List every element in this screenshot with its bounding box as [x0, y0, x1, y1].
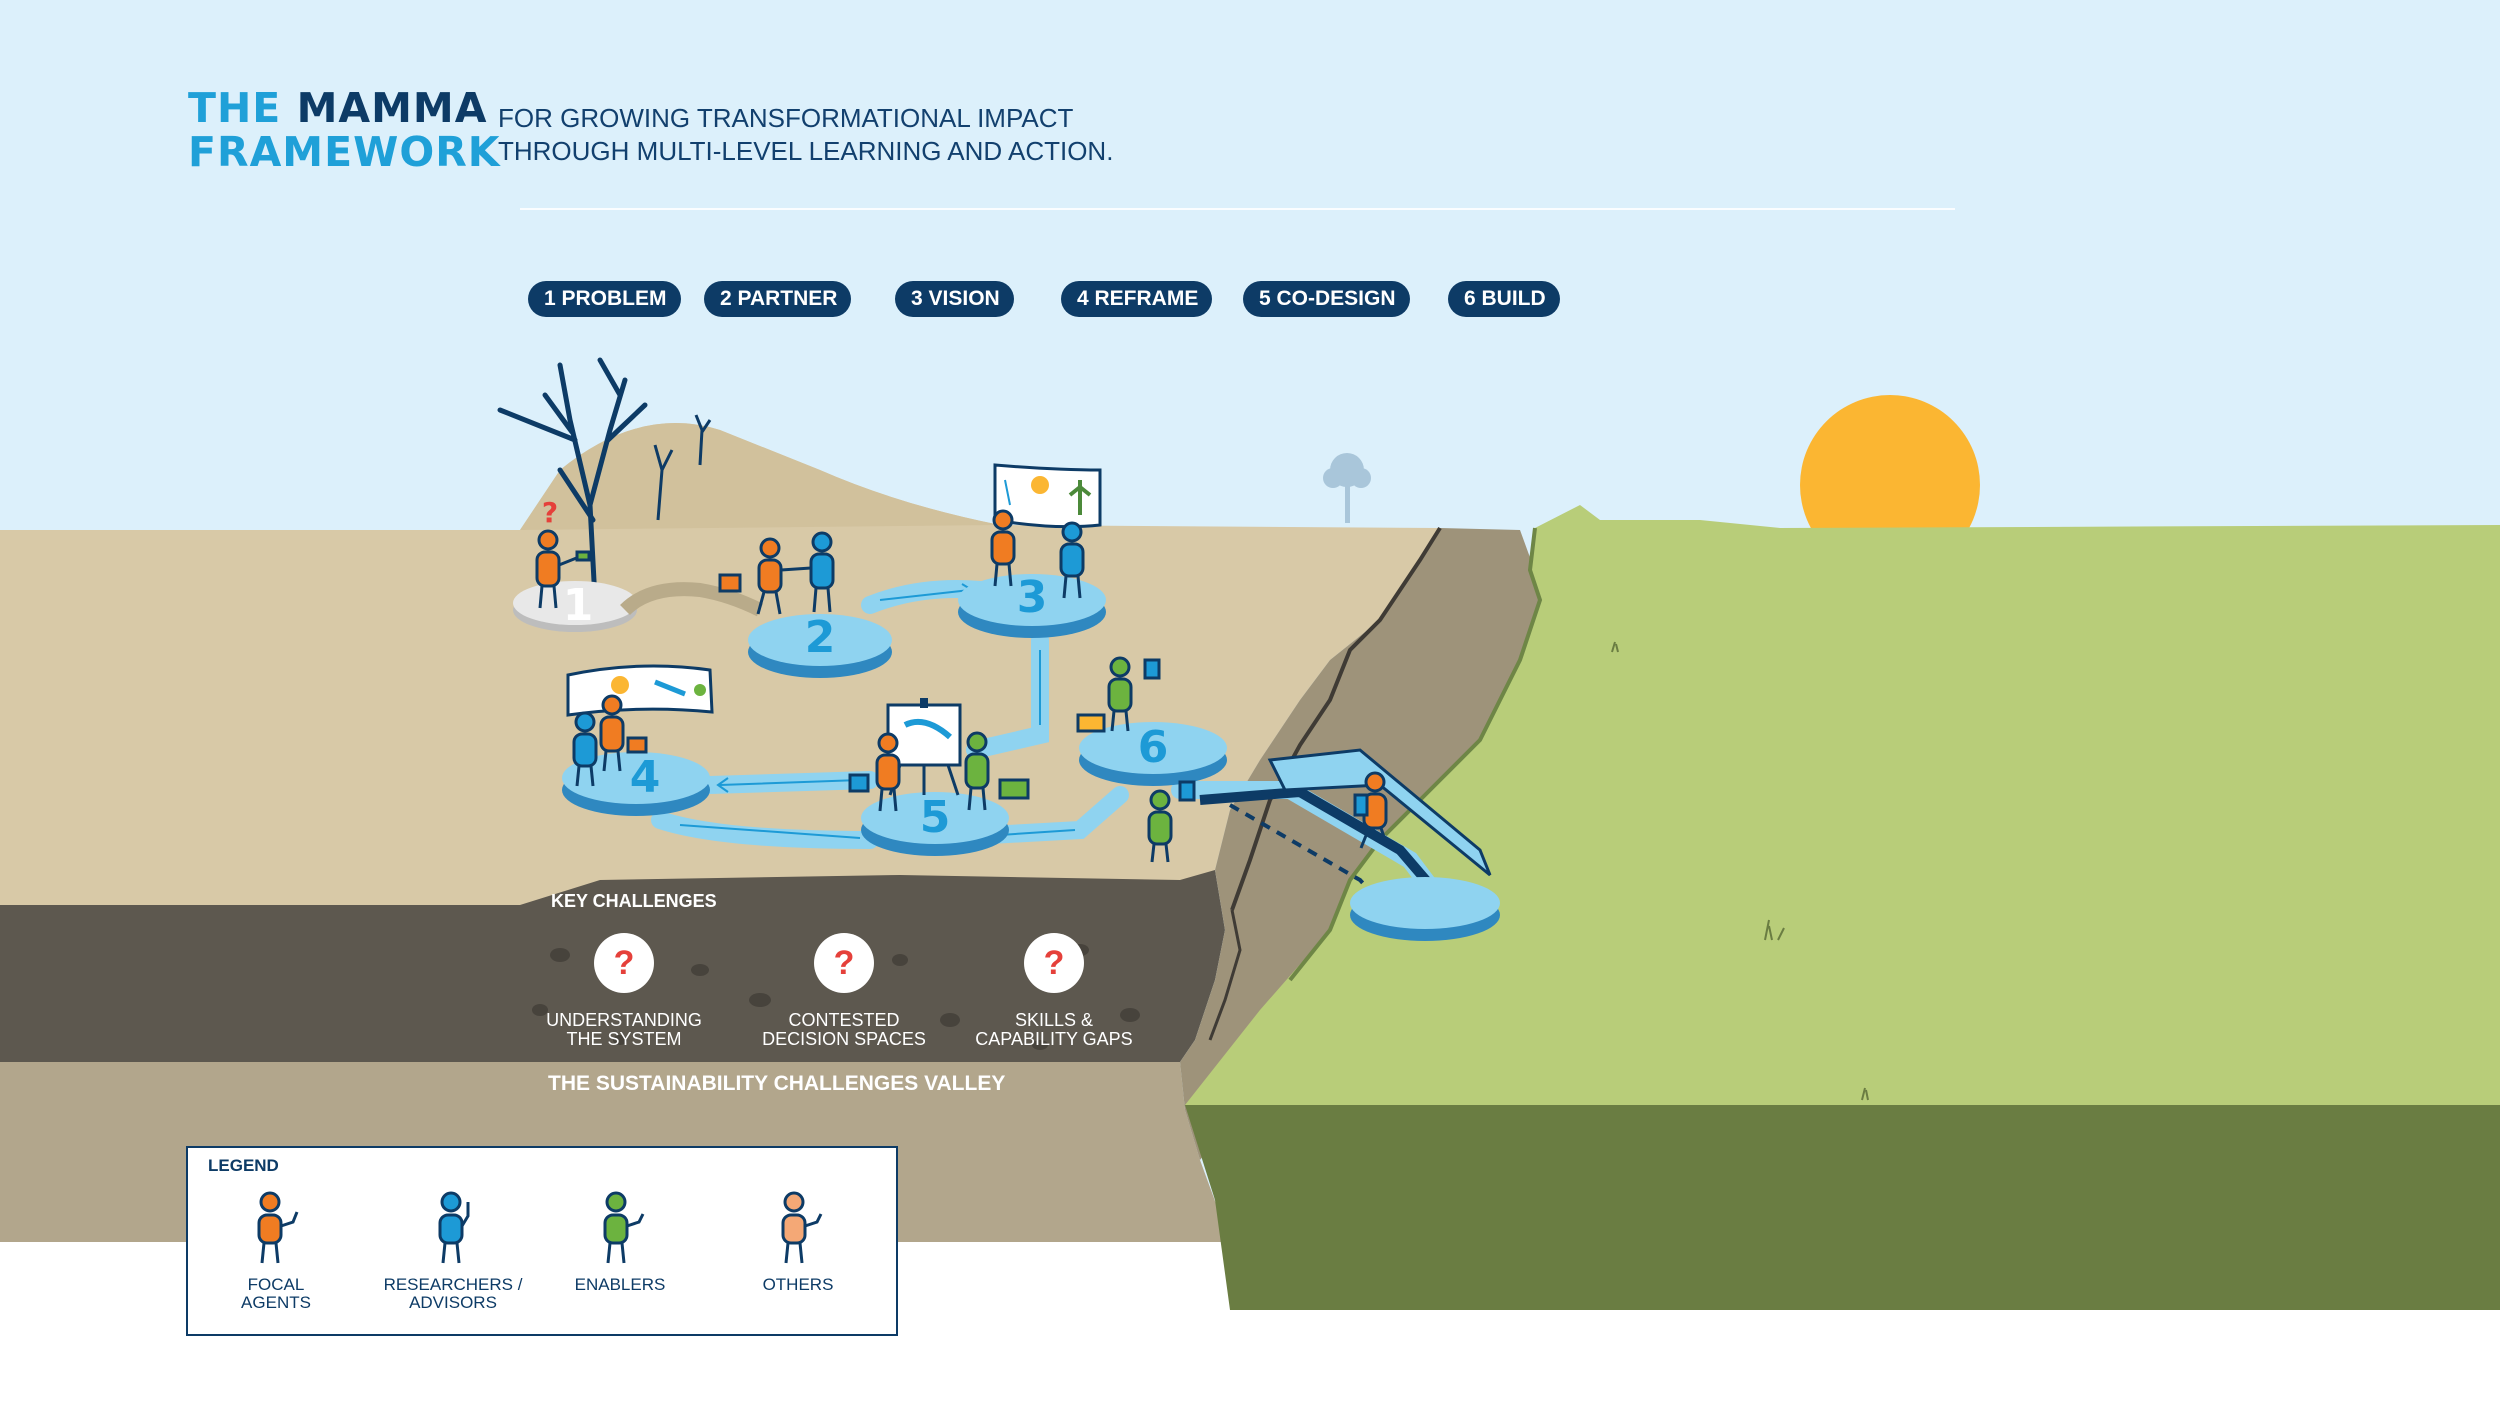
challenge-label-line-2: THE SYSTEM	[566, 1029, 682, 1049]
step-pill-vision: 3 VISION	[895, 281, 1014, 317]
vision-figures	[990, 509, 1085, 599]
vision-panel-3	[993, 463, 1102, 529]
legend-item-enablers: ENABLERS	[540, 1188, 700, 1294]
platform-number-4: 4	[630, 752, 661, 803]
dead-tree-icon	[497, 357, 648, 603]
focal-agent-person-icon	[257, 1191, 299, 1264]
platform-number-3: 3	[1017, 572, 1048, 623]
green-cliff-face	[1185, 1105, 2500, 1310]
hill	[520, 423, 1000, 530]
co-design-figures	[848, 731, 1030, 812]
platform-number-2: 2	[805, 612, 836, 663]
enabler-person-icon	[603, 1191, 645, 1264]
title-word-mamma: MAMMA	[296, 84, 488, 132]
platform-3	[958, 574, 1106, 638]
legend-label-line-2: ADVISORS	[409, 1293, 497, 1312]
build-figures	[1076, 656, 1196, 863]
question-icon: ?	[1024, 933, 1084, 993]
question-icon: ?	[814, 933, 874, 993]
crack-line	[1230, 526, 1442, 911]
page-title: THE MAMMA FRAMEWORK	[188, 86, 501, 174]
platform-4	[562, 752, 710, 816]
soil-pebbles	[532, 944, 1140, 1050]
path-arrows	[679, 583, 1076, 839]
step-pill-build: 6 BUILD	[1448, 281, 1560, 317]
subtitle-line-1: FOR GROWING TRANSFORMATIONAL IMPACT	[498, 103, 1074, 133]
problem-question-icon: ?	[542, 496, 558, 529]
legend-label-line-1: OTHERS	[762, 1275, 834, 1294]
challenge-label-line-2: CAPABILITY GAPS	[975, 1029, 1133, 1049]
challenge-contested-decision-spaces: ? CONTESTED DECISION SPACES	[734, 933, 954, 1049]
platform-number-1: 1	[563, 580, 594, 631]
reframe-figures	[572, 694, 648, 787]
platform-6	[1079, 722, 1227, 786]
header-divider	[520, 208, 1955, 210]
platform-1	[513, 581, 637, 632]
challenge-label-line-1: UNDERSTANDING	[546, 1010, 702, 1030]
platform-number-5: 5	[920, 792, 951, 843]
distant-tree-icon	[1323, 453, 1371, 523]
legend-label-line-2: AGENTS	[241, 1293, 311, 1312]
grass-tufts	[1611, 641, 1869, 1101]
legend-item-researchers-advisors: RESEARCHERS / ADVISORS	[373, 1188, 533, 1312]
challenge-understanding-system: ? UNDERSTANDING THE SYSTEM	[514, 933, 734, 1049]
step-pill-problem: 1 PROBLEM	[528, 281, 681, 317]
people	[535, 509, 1389, 863]
step-pill-co-design: 5 CO-DESIGN	[1243, 281, 1410, 317]
legend-item-focal-agents: FOCAL AGENTS	[196, 1188, 356, 1312]
vision-panel-4	[566, 664, 714, 717]
step-pill-partner: 2 PARTNER	[704, 281, 852, 317]
climbing-focal-agent	[1353, 771, 1389, 849]
legend-label-line-1: RESEARCHERS /	[383, 1275, 523, 1294]
step-pill-reframe: 4 REFRAME	[1061, 281, 1213, 317]
challenge-label-line-1: SKILLS &	[1014, 1010, 1094, 1030]
legend-label-line-1: ENABLERS	[574, 1275, 666, 1294]
researcher-person-icon	[438, 1191, 470, 1264]
subtitle-line-2: THROUGH MULTI-LEVEL LEARNING AND ACTION.	[498, 136, 1114, 166]
legend-item-others: OTHERS	[718, 1188, 878, 1294]
challenge-label-line-2: DECISION SPACES	[762, 1029, 926, 1049]
easel-icon	[886, 698, 962, 796]
challenge-skills-capability-gaps: ? SKILLS & CAPABILITY GAPS	[944, 933, 1164, 1049]
key-challenges-title: KEY CHALLENGES	[551, 891, 717, 911]
legend: LEGEND FOCAL AGENTS RESEARCHERS / ADVISO…	[186, 1146, 898, 1336]
legend-label-line-1: FOCAL	[247, 1275, 305, 1294]
plateau-ground	[0, 423, 1440, 905]
title-word-framework: FRAMEWORK	[188, 128, 501, 176]
valley-label: THE SUSTAINABILITY CHALLENGES VALLEY	[548, 1072, 1006, 1095]
platform-number-6: 6	[1138, 722, 1169, 773]
partner-figures	[718, 531, 835, 615]
legend-title: LEGEND	[208, 1156, 279, 1175]
arrival-platform	[1350, 877, 1500, 941]
title-word-the: THE	[188, 84, 282, 132]
platform-numbers: 1 2 3 4 5 6	[563, 572, 1169, 843]
green-plateau	[1185, 505, 2500, 1105]
question-icon: ?	[594, 933, 654, 993]
platform-5	[861, 792, 1009, 856]
challenge-label-line-1: CONTESTED	[788, 1010, 900, 1030]
other-person-icon	[781, 1191, 823, 1264]
platform-2	[748, 614, 892, 678]
focal-agent-figure	[535, 529, 591, 609]
page-subtitle: FOR GROWING TRANSFORMATIONAL IMPACT THRO…	[498, 102, 1113, 168]
